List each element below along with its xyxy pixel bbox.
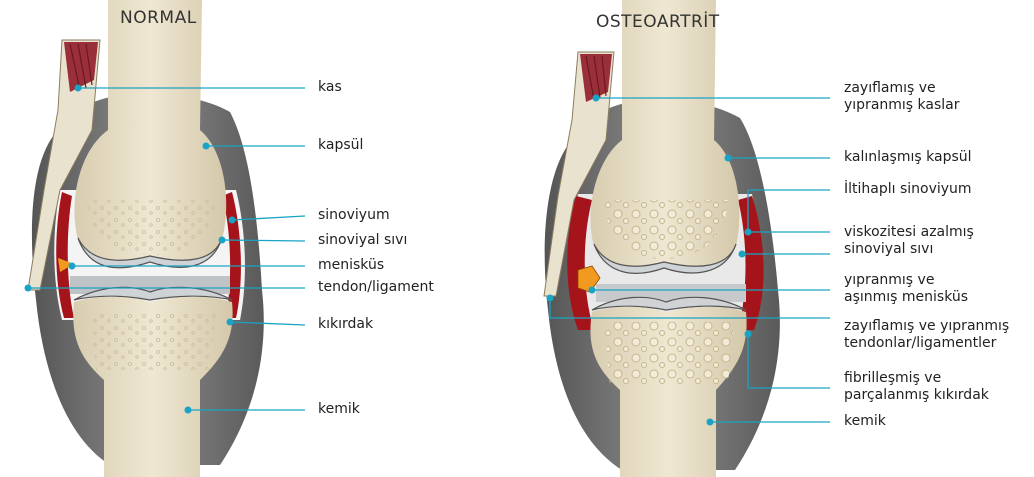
label-oa-kemik: kemik xyxy=(844,413,886,430)
label-oa-kapsul: kalınlaşmış kapsül xyxy=(844,149,972,166)
title-osteoarthritis: OSTEOARTRİT xyxy=(596,12,720,32)
label-oa-sinoviyum: İltihaplı sinoviyum xyxy=(844,181,972,198)
label-kapsul: kapsül xyxy=(318,137,363,154)
label-sinoviyal-sivi: sinoviyal sıvı xyxy=(318,232,407,249)
normal-joint xyxy=(25,0,306,477)
label-kas: kas xyxy=(318,79,342,96)
label-tendon-ligament: tendon/ligament xyxy=(318,279,434,296)
label-meniskus: menisküs xyxy=(318,257,384,274)
oa-joint xyxy=(544,0,830,477)
label-sinoviyum: sinoviyum xyxy=(318,207,390,224)
label-kemik: kemik xyxy=(318,401,360,418)
label-kikirdak: kıkırdak xyxy=(318,316,373,333)
title-normal: NORMAL xyxy=(120,8,197,28)
